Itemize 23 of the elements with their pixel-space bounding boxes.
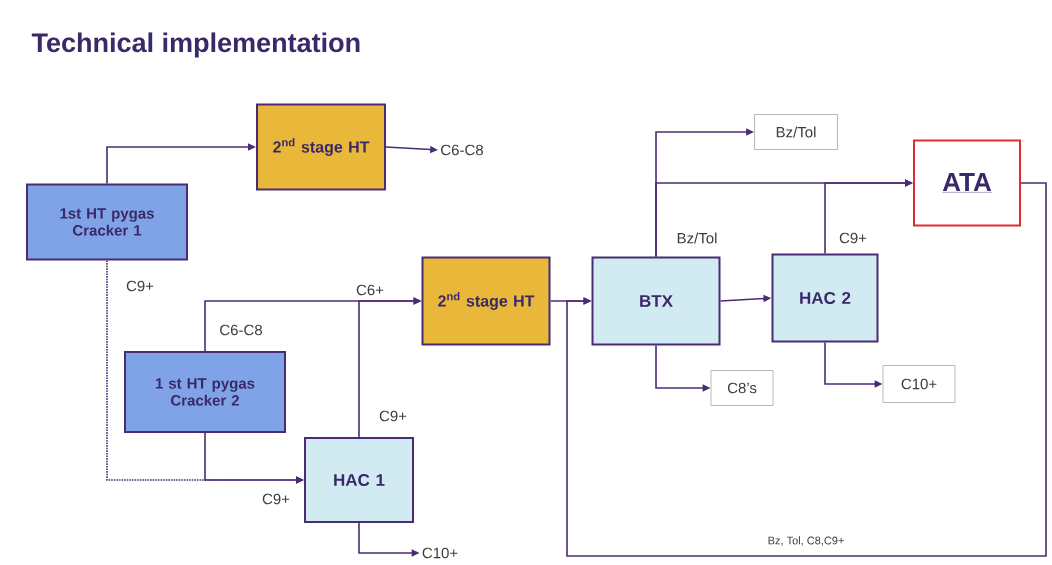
process-box: 2$^{nd}$ stage HT bbox=[256, 103, 386, 191]
process-box: 2$^{nd}$ stage HT bbox=[421, 256, 551, 346]
edge-label: C9+ bbox=[379, 410, 407, 422]
product-label: C10+ bbox=[422, 547, 458, 559]
edge-label: C9+ bbox=[262, 493, 290, 505]
process-box: HAC 2 bbox=[771, 253, 879, 343]
arrow bbox=[566, 182, 1047, 557]
edge-label: C6-C8 bbox=[220, 324, 262, 336]
edge-label: C9+ bbox=[839, 232, 867, 244]
product-box: C8’s bbox=[710, 370, 774, 406]
edge-label: Bz/Tol bbox=[677, 232, 717, 244]
product-box: Bz/Tol bbox=[754, 114, 838, 150]
process-box: BTX bbox=[591, 256, 721, 346]
edge-label: Bz, Tol, C8,C9+ bbox=[768, 536, 844, 546]
process-box: 1st HT pygas Cracker 1 bbox=[26, 183, 188, 261]
process-box: HAC 1 bbox=[304, 437, 414, 523]
product-label: C6-C8 bbox=[441, 144, 483, 156]
process-box: ATA bbox=[913, 139, 1021, 227]
edge-label: C9+ bbox=[126, 280, 154, 292]
stream-label: C6+ bbox=[356, 284, 384, 296]
product-box: C10+ bbox=[882, 365, 956, 403]
title: Technical implementation bbox=[31, 32, 360, 58]
process-box: 1 st HT pygas Cracker 2 bbox=[124, 351, 286, 433]
